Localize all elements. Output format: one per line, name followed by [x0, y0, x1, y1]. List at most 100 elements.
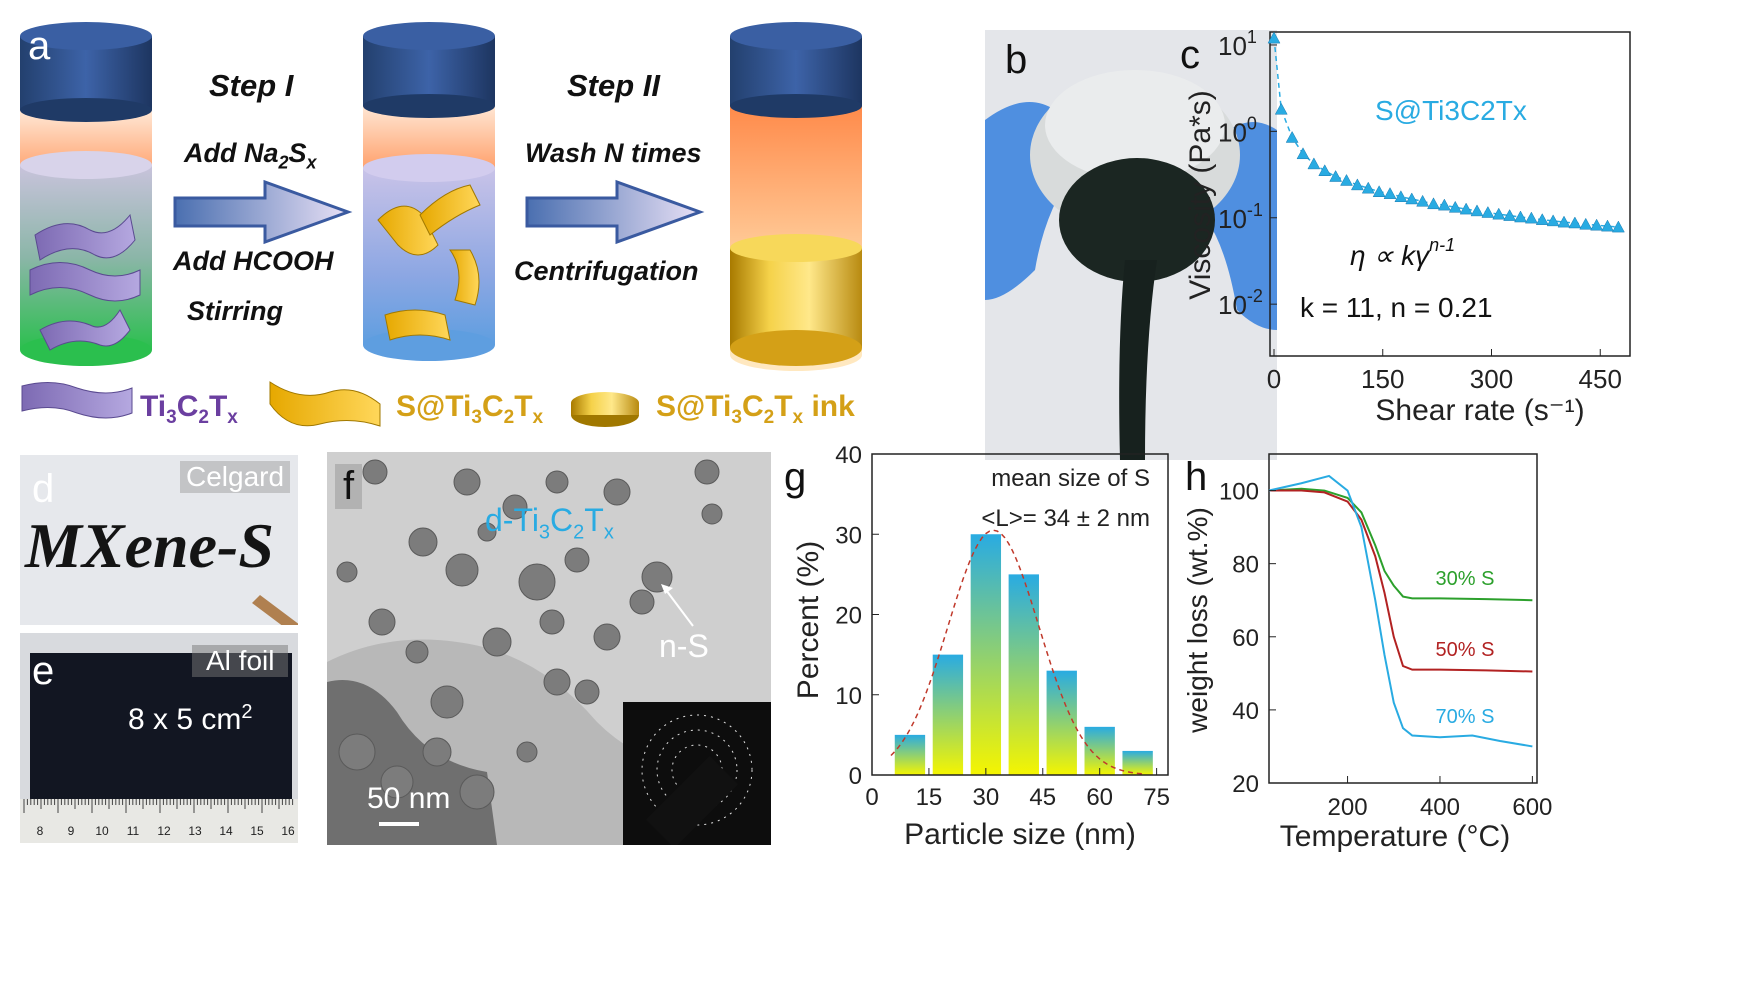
tem-particle — [543, 668, 571, 696]
panel-label-h: h — [1185, 455, 1207, 499]
ruler-tick-label: 12 — [157, 824, 171, 838]
panel-g-ytick-label: 30 — [835, 522, 862, 549]
ruler-tick-label: 11 — [127, 824, 140, 838]
panel-c-data-point — [1503, 209, 1517, 221]
panel-c-data-point — [1492, 207, 1506, 220]
legend-ti3c2tx-label: Ti3C2Tx — [140, 390, 238, 428]
tem-particle — [422, 737, 452, 767]
tem-particle — [408, 527, 438, 557]
panel-c-data-point — [1372, 185, 1386, 198]
panel-h-ytick-label: 100 — [1219, 479, 1259, 506]
panel-c-data-point — [1611, 220, 1625, 233]
panel-h-xlabel: Temperature (°C) — [1280, 820, 1510, 853]
step2-title: Step II — [567, 68, 661, 103]
panel-c-ylabel: Viscosity (Pa*s) — [1184, 90, 1217, 300]
panel-f-material-label: d-Ti3C2Tx — [485, 502, 614, 544]
legend-s-ti3c2tx-sheet-icon — [269, 381, 381, 427]
tem-particle — [368, 608, 396, 636]
panel-f-illustration — [327, 452, 771, 845]
tem-particle — [564, 547, 590, 573]
panel-c-data-point — [1601, 219, 1614, 232]
panel-c-data-point — [1285, 130, 1299, 143]
panel-h-ytick-label: 60 — [1232, 625, 1259, 652]
step1-title: Step I — [209, 68, 294, 103]
panel-c-data-point — [1437, 198, 1451, 211]
panel-e-size: 8 x 5 cm2 — [128, 701, 253, 736]
tem-particle — [694, 459, 720, 485]
panel-label-a: a — [28, 24, 51, 68]
panel-e-film — [30, 653, 292, 799]
panel-c-data-point — [1481, 205, 1495, 218]
panel-c-xtick-label: 0 — [1267, 364, 1281, 394]
tem-particle — [502, 494, 528, 520]
ruler-tick-label: 14 — [219, 824, 233, 838]
panel-c-params: k = 11, n = 0.21 — [1300, 292, 1493, 323]
panel-c-data-point — [1568, 216, 1582, 229]
tem-particle — [336, 561, 358, 583]
tem-particle — [362, 459, 388, 485]
panel-f-tem: f d-Ti3C2Tx n-S 50 nm — [327, 452, 771, 845]
ruler-tick-label: 8 — [37, 824, 44, 838]
ruler-tick-label: 15 — [250, 824, 264, 838]
panel-h-xtick-label: 400 — [1420, 794, 1460, 821]
panel-c-data-point — [1318, 164, 1332, 177]
panel-g-xtick-label: 45 — [1029, 784, 1056, 811]
panel-label-f: f — [335, 464, 363, 509]
panel-c-data-point — [1535, 213, 1549, 225]
step2-line1: Wash N times — [525, 138, 702, 168]
legend-ink-label: S@Ti3C2Tx ink — [656, 390, 855, 428]
step1-line2: Add HCOOH — [173, 246, 334, 276]
panel-c-axes-frame — [1269, 31, 1631, 357]
panel-g-xtick-label: 30 — [972, 784, 999, 811]
tem-particle — [629, 589, 655, 615]
panel-h-xtick-label: 600 — [1512, 794, 1552, 821]
legend-ink-icon — [571, 392, 639, 427]
ruler-tick-label: 16 — [281, 824, 295, 838]
panel-label-e: e — [32, 649, 55, 693]
panel-h-ytick-label: 40 — [1232, 698, 1259, 725]
panel-c-xtick-label: 300 — [1470, 364, 1513, 394]
panel-c-data-point — [1579, 217, 1593, 230]
panel-c-data-point — [1307, 157, 1321, 170]
panel-label-c: c — [1180, 33, 1200, 77]
panel-c-data-point — [1524, 211, 1538, 224]
panel-g-bar — [1084, 726, 1115, 775]
arrow-step-2 — [525, 179, 705, 245]
panel-h-series-label: 70% S — [1436, 706, 1495, 728]
vial-3 — [730, 22, 862, 371]
panel-c-data-point — [1383, 187, 1397, 199]
tem-particle — [477, 522, 497, 542]
panel-c-data-point — [1405, 192, 1419, 205]
tem-particle — [603, 478, 631, 506]
panel-g-ytick-label: 0 — [849, 763, 862, 790]
panel-f-scalebar — [379, 822, 419, 826]
tem-particle — [545, 470, 569, 494]
tem-particle — [482, 627, 512, 657]
panel-g-bar — [1046, 670, 1077, 775]
panel-h-line-2 — [1269, 489, 1533, 673]
step1-line3: Stirring — [187, 296, 284, 326]
tem-particle — [593, 623, 621, 651]
panel-c-ytick-label: 10-2 — [1218, 286, 1263, 320]
panel-g-xtick-label: 75 — [1143, 784, 1170, 811]
panel-f-pointer-arrow — [661, 584, 694, 627]
vial-2 — [363, 22, 495, 361]
panel-c-series-label: S@Ti3C2Tx — [1375, 95, 1527, 126]
panel-h-ylabel: weight loss (wt.%) — [1182, 507, 1213, 734]
panel-h-line-3 — [1268, 474, 1533, 748]
panel-c-data-point — [1448, 200, 1462, 213]
vial-1 — [20, 22, 152, 366]
panel-c-data-point — [1296, 147, 1310, 160]
legend-ti3c2tx-sheet-icon — [21, 382, 133, 419]
panel-g-ytick-label: 40 — [835, 442, 862, 469]
tem-particle — [445, 553, 479, 587]
panel-c-data-point — [1274, 102, 1288, 115]
panel-g-ylabel: Percent (%) — [792, 541, 825, 699]
panel-c-equation: η ∝ kγn-1 — [1350, 235, 1455, 271]
panel-c-xtick-label: 150 — [1361, 364, 1404, 394]
tem-particle — [459, 774, 495, 810]
